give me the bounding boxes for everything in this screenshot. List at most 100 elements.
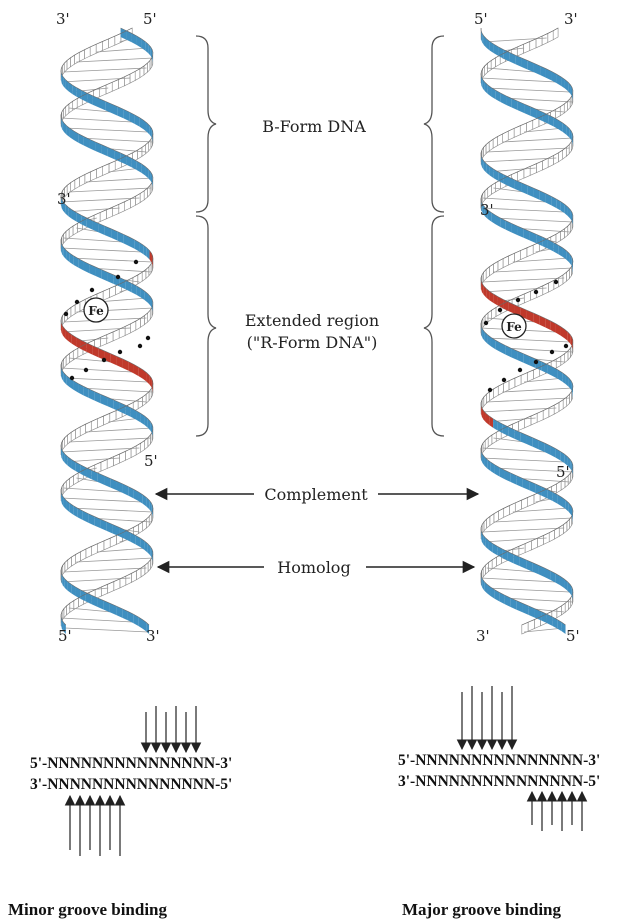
helix-strand-segment	[546, 194, 552, 206]
helix-strand-segment	[526, 560, 532, 572]
helix-backbone-segment	[84, 47, 90, 59]
minor-groove-bottom-arrows	[70, 796, 120, 856]
r-form-label: ("R-Form DNA")	[247, 333, 378, 352]
helix-strand-segment	[73, 381, 78, 393]
helix-backbone-segment	[103, 413, 109, 425]
helix-backbone-segment	[537, 411, 543, 423]
helix-strand-segment	[487, 584, 490, 596]
helix-backbone-segment	[140, 66, 144, 78]
helix-strand-segment	[544, 568, 550, 580]
helix-strand-segment	[552, 617, 557, 629]
base-pair-rung	[482, 458, 564, 462]
left-top-left-end: 3'	[56, 10, 70, 28]
helix-strand-segment	[562, 497, 566, 509]
helix-strand-segment	[487, 39, 490, 51]
helix-backbone-segment	[509, 253, 515, 265]
helix-strand-segment	[68, 332, 72, 344]
helix-backbone-segment	[114, 579, 120, 591]
helix-strand-segment	[559, 120, 563, 132]
helix-strand-segment	[69, 503, 73, 515]
helix-strand-segment	[523, 478, 529, 490]
helix-backbone-segment	[101, 584, 107, 596]
right-iron-marker: Fe	[502, 314, 526, 338]
cleavage-dot	[554, 280, 558, 284]
base-pair-rung	[502, 388, 572, 392]
helix-backbone-segment	[131, 321, 136, 333]
helix-strand-segment	[517, 351, 523, 363]
helix-strand-segment	[491, 88, 495, 100]
base-pair-rung	[61, 118, 133, 122]
helix-backbone-segment	[492, 308, 496, 320]
helix-strand-segment	[66, 375, 69, 387]
helix-backbone-segment	[503, 131, 509, 143]
helix-strand-segment	[486, 413, 489, 425]
major-groove-bottom-arrows	[532, 792, 582, 831]
helix-backbone-segment	[70, 476, 74, 488]
helix-backbone-segment	[86, 546, 92, 558]
base-pair-rung	[487, 588, 570, 592]
helix-strand-segment	[123, 484, 129, 496]
helix-backbone-segment	[113, 329, 119, 341]
helix-strand-segment	[527, 310, 533, 322]
helix-backbone-segment	[75, 427, 80, 439]
helix-strand-segment	[520, 432, 526, 444]
helix-backbone-segment	[524, 291, 530, 303]
helix-backbone-segment	[74, 598, 79, 610]
helix-strand-segment	[95, 142, 101, 154]
helix-backbone-segment	[71, 554, 75, 566]
helix-strand-segment	[78, 383, 83, 395]
helix-strand-segment	[72, 85, 76, 97]
helix-strand-segment	[141, 413, 145, 425]
left-top-right-end: 5'	[143, 10, 157, 28]
cleavage-dot	[64, 312, 68, 316]
helix-strand-segment	[539, 440, 545, 452]
helix-strand-segment	[491, 337, 495, 349]
helix-strand-segment	[500, 343, 505, 355]
helix-backbone-segment	[499, 508, 504, 520]
helix-strand-segment	[557, 620, 561, 632]
helix-backbone-segment	[109, 286, 115, 298]
helix-strand-segment	[545, 443, 551, 455]
helix-strand-segment	[111, 354, 117, 366]
helix-backbone-segment	[113, 204, 119, 216]
helix-backbone-segment	[558, 150, 562, 162]
left-iron-marker: Fe	[84, 298, 108, 322]
helix-strand-segment	[117, 356, 123, 368]
helix-backbone-segment	[91, 419, 97, 431]
right-top-right-end: 3'	[564, 10, 578, 28]
helix-strand-segment	[495, 340, 500, 352]
helix-backbone-segment	[494, 386, 499, 398]
cleavage-dot	[75, 300, 79, 304]
helix-backbone-segment	[528, 620, 534, 632]
left-mid-lower-end: 5'	[144, 452, 158, 470]
helix-strand-segment	[489, 541, 493, 553]
base-pair-rung	[487, 88, 570, 92]
helix-strand-segment	[545, 318, 551, 330]
helix-strand-segment	[487, 459, 491, 471]
base-pair-rung	[487, 338, 570, 342]
helix-backbone-segment	[69, 101, 73, 113]
left-iron-label: Fe	[88, 304, 104, 318]
helix-backbone-segment	[488, 185, 492, 197]
helix-strand-segment	[79, 134, 84, 146]
helix-backbone-segment	[498, 134, 503, 146]
helix-strand-segment	[550, 446, 555, 458]
helix-strand-segment	[118, 107, 124, 119]
helix-backbone-segment	[509, 503, 515, 515]
helix-strand-segment	[487, 335, 491, 347]
helix-strand-segment	[489, 416, 493, 428]
minor-groove-top-arrows	[146, 706, 196, 752]
helix-backbone-segment	[525, 541, 531, 553]
helix-strand-segment	[490, 587, 494, 599]
helix-strand-segment	[78, 508, 83, 520]
helix-strand-segment	[486, 164, 489, 176]
helix-backbone-segment	[131, 446, 136, 458]
helix-backbone-segment	[549, 530, 554, 542]
helix-strand-segment	[134, 364, 139, 376]
helix-backbone-segment	[66, 603, 69, 615]
helix-backbone-segment	[489, 264, 493, 276]
helix-strand-segment	[133, 614, 138, 626]
helix-backbone-segment	[142, 394, 146, 406]
helix-backbone-segment	[553, 153, 558, 165]
helix-backbone-segment	[488, 560, 492, 572]
